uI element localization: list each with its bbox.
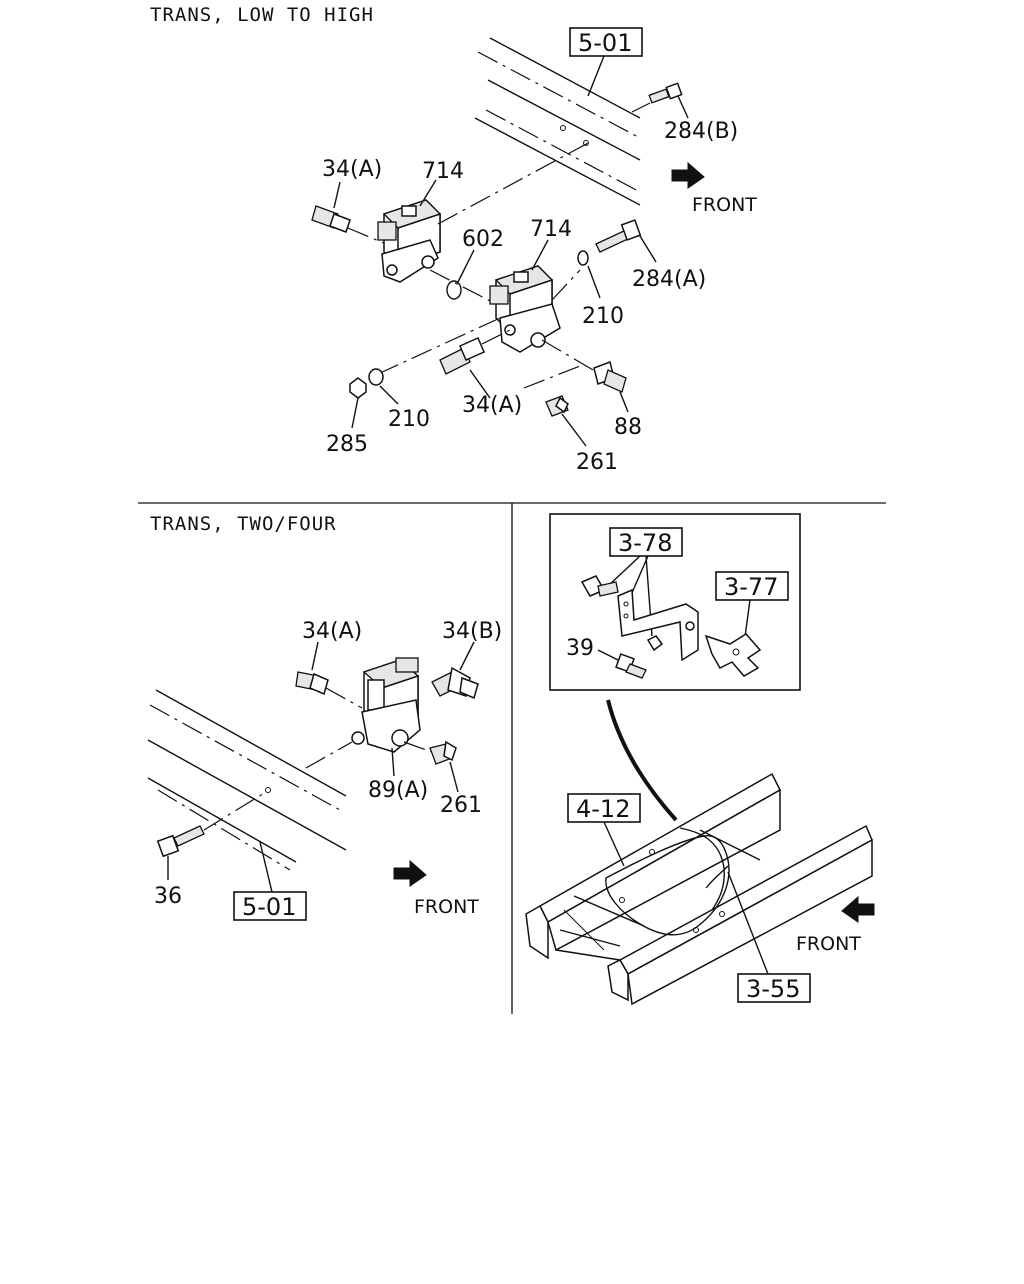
plug-261-two-four [429, 740, 457, 765]
section-title-two-four: TRANS, TWO/FOUR [150, 513, 337, 535]
leader-210-right [587, 265, 601, 299]
callout-284a: 284(A) [632, 267, 706, 292]
leader-34a-two-four [311, 641, 319, 671]
fitting-88 [593, 361, 627, 393]
o-ring-602 [446, 280, 462, 300]
front-label-top: FRONT [692, 194, 757, 216]
leader-34a-top [333, 181, 341, 209]
leader-89a [391, 747, 395, 777]
callout-285: 285 [326, 432, 368, 457]
callout-34a-center: 34(A) [462, 393, 522, 418]
section-frame-piping: 3-78 3-77 39 [525, 513, 875, 1006]
leader-284b [677, 95, 689, 119]
section-title-low-to-high: TRANS, LOW TO HIGH [150, 4, 374, 26]
callout-34b: 34(B) [442, 619, 502, 644]
front-arrow-icon [393, 859, 427, 887]
leader-284a [639, 235, 657, 263]
svg-text:3-77: 3-77 [724, 573, 778, 601]
fitting-34a-left [311, 205, 351, 233]
bolt-284a [595, 219, 642, 253]
callout-714-left: 714 [422, 159, 464, 184]
callout-88: 88 [614, 415, 642, 440]
svg-text:4-12: 4-12 [576, 795, 630, 823]
callout-210-right: 210 [582, 304, 624, 329]
callout-34a-two-four: 34(A) [302, 619, 362, 644]
leader-88 [619, 391, 629, 413]
callout-210-left: 210 [388, 407, 430, 432]
elbow-34b [431, 666, 479, 700]
fitting-34a-center [439, 337, 485, 375]
frame-rail-top [474, 37, 641, 206]
washer-210-right [577, 250, 589, 266]
callout-261-two-four: 261 [440, 793, 482, 818]
leader-34a-center [469, 369, 491, 399]
ref-box-3-55[interactable]: 3-55 [737, 973, 811, 1003]
leader-261-two-four [449, 761, 459, 793]
front-arrow-icon [671, 161, 705, 189]
leader-261-top [561, 413, 587, 447]
svg-text:3-55: 3-55 [746, 975, 800, 1003]
callout-34a-top: 34(A) [322, 157, 382, 182]
callout-714-right: 714 [530, 217, 572, 242]
piping-lines [605, 827, 730, 936]
ref-box-5-01[interactable]: 5-01 [569, 27, 643, 57]
solenoid-valve-714-right [489, 265, 561, 353]
callout-39: 39 [566, 636, 594, 661]
ref-box-4-12[interactable]: 4-12 [567, 793, 641, 823]
leader-34b [459, 641, 475, 671]
callout-261-top: 261 [576, 450, 618, 475]
bolt-36 [156, 825, 205, 858]
fitting-34a-two-four [295, 671, 329, 696]
bolt-39 [615, 653, 647, 679]
solenoid-valve-714-left [377, 199, 442, 283]
svg-text:5-01: 5-01 [578, 29, 632, 57]
leader-602 [457, 249, 475, 283]
ref-box-5-01-lower[interactable]: 5-01 [233, 891, 307, 921]
callout-89a: 89(A) [368, 778, 428, 803]
cross-fitting-3-77 [704, 633, 762, 677]
washer-210-left [368, 368, 384, 386]
callout-602: 602 [462, 227, 504, 252]
front-arrow-icon [841, 895, 875, 923]
leader-210-left [379, 385, 399, 405]
front-label-lower-left: FRONT [414, 896, 479, 918]
chassis-frame [525, 772, 873, 1006]
bracket-3-78 [580, 575, 699, 662]
ref-box-3-78[interactable]: 3-78 [609, 527, 683, 557]
bolt-284b [631, 82, 683, 113]
solenoid-valve-two-four [351, 657, 421, 753]
inset-leader-curve [606, 699, 678, 822]
frame-rail-lower-left [147, 689, 347, 871]
leader-714-left [419, 179, 437, 207]
leader-285 [351, 397, 359, 429]
front-label-frame: FRONT [796, 933, 861, 955]
leader-5-01-lower [259, 841, 273, 893]
nut-285 [349, 377, 367, 399]
leader-714-right [531, 239, 549, 271]
callout-36: 36 [154, 884, 182, 909]
leader-39 [597, 649, 619, 661]
section-low-to-high: TRANS, LOW TO HIGH 5-01 284(B) [150, 4, 757, 475]
svg-text:3-78: 3-78 [618, 529, 672, 557]
plug-261 [545, 395, 569, 417]
leader-5-01 [587, 55, 605, 97]
ref-box-3-77[interactable]: 3-77 [715, 571, 789, 601]
section-two-four: TRANS, TWO/FOUR 34(A) [147, 513, 502, 921]
svg-text:5-01: 5-01 [242, 893, 296, 921]
callout-284b: 284(B) [664, 119, 738, 144]
